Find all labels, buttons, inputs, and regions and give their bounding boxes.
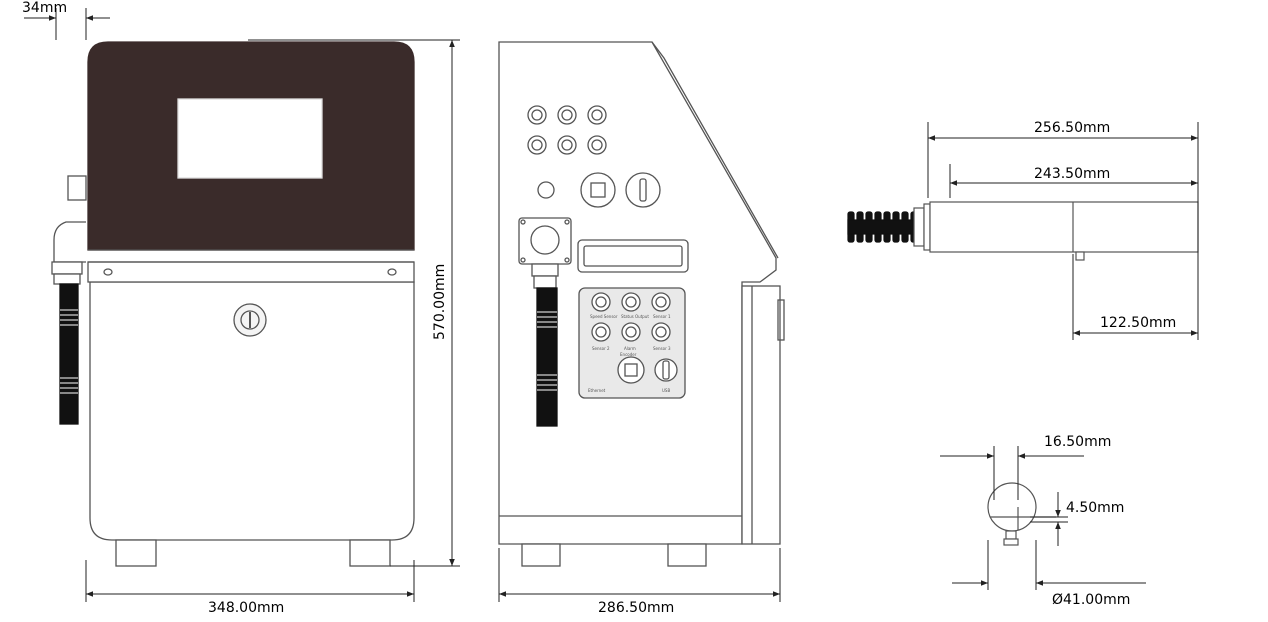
- panel-label-6: Sensor 3: [653, 346, 671, 351]
- panel-label-1: Status Output: [621, 314, 649, 319]
- front-foot-left: [115, 539, 157, 567]
- dim-printhead-body: 243.50mm: [1034, 166, 1110, 182]
- side-knobs: [527, 105, 607, 155]
- front-strip: [87, 261, 415, 283]
- side-view: [498, 41, 785, 567]
- side-foot-right: [667, 543, 707, 567]
- front-screen: [177, 98, 323, 179]
- front-cable: [59, 283, 79, 425]
- side-foot-left: [521, 543, 561, 567]
- dim-front-height: 570.00mm: [432, 264, 448, 340]
- front-dimensions: [24, 8, 460, 602]
- dim-side-width: 286.50mm: [598, 600, 674, 616]
- panel-label-2: Sensor 1: [653, 314, 671, 319]
- section-view: [987, 482, 1056, 546]
- dim-section-diameter: Ø41.00mm: [1052, 592, 1130, 608]
- front-foot-right: [349, 539, 391, 567]
- panel-label-8: USB: [662, 388, 670, 393]
- printhead-cable: [847, 211, 918, 243]
- dim-section-small: 4.50mm: [1066, 500, 1124, 516]
- panel-label-0: Speed Sensor: [590, 314, 618, 319]
- printhead-view: [847, 201, 1199, 261]
- front-view: [51, 41, 415, 567]
- panel-label-7: Ethernet: [588, 388, 606, 393]
- printhead-body: [929, 201, 1199, 253]
- section-dimensions: [940, 446, 1146, 590]
- section-circle: [987, 482, 1037, 532]
- dim-front-top: 34mm: [22, 0, 67, 16]
- panel-label-3: Sensor 2: [592, 346, 610, 351]
- dim-printhead-total: 256.50mm: [1034, 120, 1110, 136]
- dim-section-offset: 16.50mm: [1044, 434, 1111, 450]
- panel-label-4: Alarm: [624, 346, 636, 351]
- side-door: [741, 285, 781, 545]
- dim-front-width: 348.00mm: [208, 600, 284, 616]
- panel-label-5: Encoder: [620, 352, 637, 357]
- dim-printhead-nozzle: 122.50mm: [1100, 315, 1176, 331]
- side-dimensions: [498, 548, 781, 602]
- side-cable: [536, 287, 558, 427]
- front-body: [89, 281, 415, 541]
- printhead-dimensions: [927, 122, 1199, 340]
